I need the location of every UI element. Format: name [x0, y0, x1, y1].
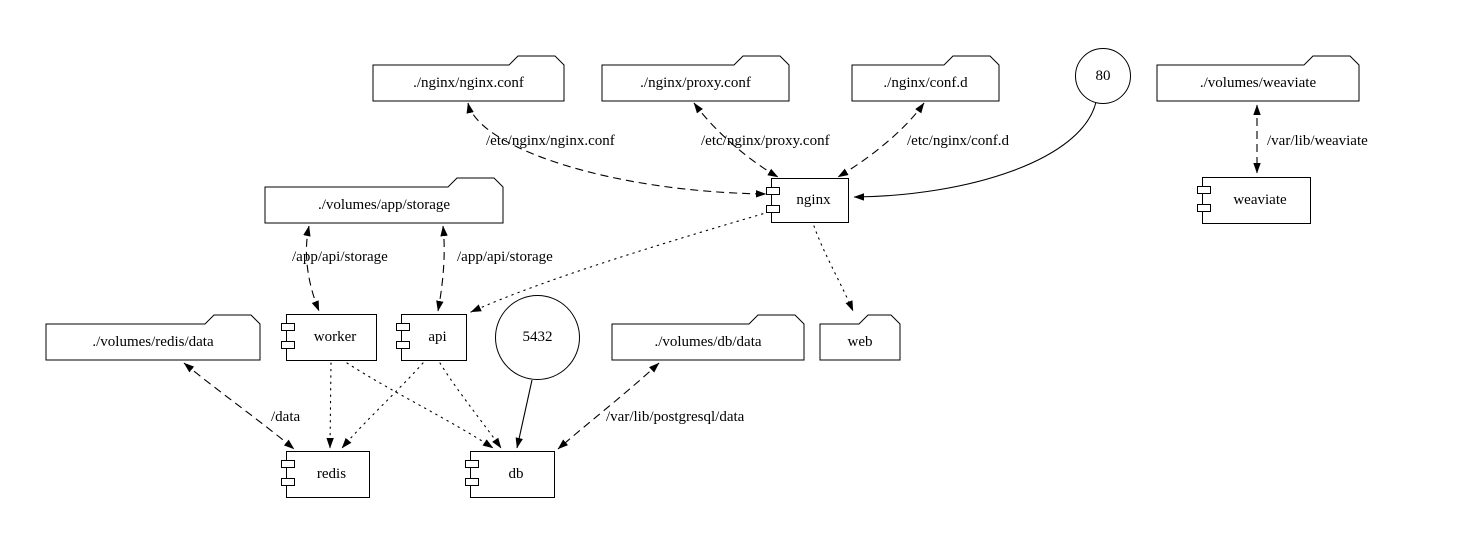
node-label: 80 [1095, 67, 1111, 84]
node-label: ./volumes/weaviate [1199, 74, 1317, 91]
component-tab-icon [281, 478, 295, 486]
node-service-api: api [396, 314, 467, 361]
edge-label-db-mount: /var/lib/postgresql/data [606, 409, 745, 425]
node-label: db [508, 466, 524, 482]
edge-nginx-nginxconf-volume [466, 102, 767, 198]
component-tab-icon [1197, 186, 1211, 194]
node-app-storage-volume: ./volumes/app/storage [264, 177, 504, 224]
edge-worker-redis-link [326, 362, 334, 449]
node-label: ./nginx/conf.d [883, 74, 968, 91]
folder-icon [372, 55, 565, 102]
node-label: web [847, 333, 873, 350]
edge-label-nginx-conf-mount: /etc/nginx/nginx.conf [486, 133, 615, 149]
edge-api-db-link [439, 362, 502, 449]
node-service-db: db [465, 451, 555, 498]
edge-redis-volume [183, 362, 295, 450]
folder-icon [819, 314, 901, 361]
node-redis-data-volume: ./volumes/redis/data [45, 314, 261, 361]
folder-icon [45, 314, 261, 361]
node-label: 5432 [522, 329, 553, 345]
component-tab-icon [396, 323, 410, 331]
edge-nginx-confd-volume [837, 102, 925, 178]
edge-port5432-db [515, 379, 533, 449]
node-service-redis: redis [281, 451, 370, 498]
node-web-volume: web [819, 314, 901, 361]
component-tab-icon [465, 478, 479, 486]
edge-api-redis-link [341, 362, 424, 449]
edge-port80-nginx [853, 101, 1097, 201]
node-label: ./volumes/db/data [654, 333, 762, 350]
folder-icon [851, 55, 1000, 102]
edge-nginx-api-link [470, 211, 770, 313]
edge-db-volume [557, 362, 660, 450]
node-service-weaviate: weaviate [1197, 177, 1311, 224]
edge-nginx-proxyconf-volume [693, 102, 779, 178]
edge-nginx-web-link [813, 225, 854, 312]
node-label: weaviate [1233, 192, 1287, 208]
edge-worker-db-link [346, 362, 494, 449]
node-conf-d-volume: ./nginx/conf.d [851, 55, 1000, 102]
node-label: ./nginx/proxy.conf [640, 74, 751, 91]
edge-label-api-storage-mount: /app/api/storage [457, 249, 553, 265]
node-label: worker [313, 329, 357, 345]
edge-api-storage-volume [436, 225, 448, 312]
folder-icon [264, 177, 504, 224]
node-db-data-volume: ./volumes/db/data [611, 314, 805, 361]
edge-label-weaviate-mount: /var/lib/weaviate [1267, 133, 1368, 149]
node-label: nginx [796, 192, 831, 208]
node-label: api [428, 329, 447, 345]
component-tab-icon [281, 323, 295, 331]
folder-icon [611, 314, 805, 361]
component-tab-icon [766, 187, 780, 195]
edge-label-redis-mount: /data [271, 409, 301, 425]
node-label: ./volumes/redis/data [92, 333, 214, 350]
component-tab-icon [281, 341, 295, 349]
node-port-80: 80 [1075, 48, 1131, 104]
component-tab-icon [281, 460, 295, 468]
node-label: ./volumes/app/storage [317, 196, 451, 213]
node-label: redis [316, 466, 347, 482]
node-proxy-conf-volume: ./nginx/proxy.conf [601, 55, 790, 102]
node-weaviate-volume: ./volumes/weaviate [1156, 55, 1360, 102]
component-tab-icon [766, 205, 780, 213]
node-nginx-conf-volume: ./nginx/nginx.conf [372, 55, 565, 102]
folder-icon [1156, 55, 1360, 102]
component-tab-icon [1197, 204, 1211, 212]
node-port-5432: 5432 [495, 295, 580, 380]
node-service-nginx: nginx [766, 178, 849, 223]
node-label: ./nginx/nginx.conf [413, 74, 524, 91]
component-tab-icon [465, 460, 479, 468]
edge-worker-storage-volume [303, 225, 320, 312]
edge-label-conf-d-mount: /etc/nginx/conf.d [907, 133, 1010, 149]
folder-icon [601, 55, 790, 102]
component-tab-icon [396, 341, 410, 349]
node-service-worker: worker [281, 314, 377, 361]
edge-label-worker-storage-mount: /app/api/storage [292, 249, 388, 265]
edge-label-proxy-conf-mount: /etc/nginx/proxy.conf [701, 133, 830, 149]
